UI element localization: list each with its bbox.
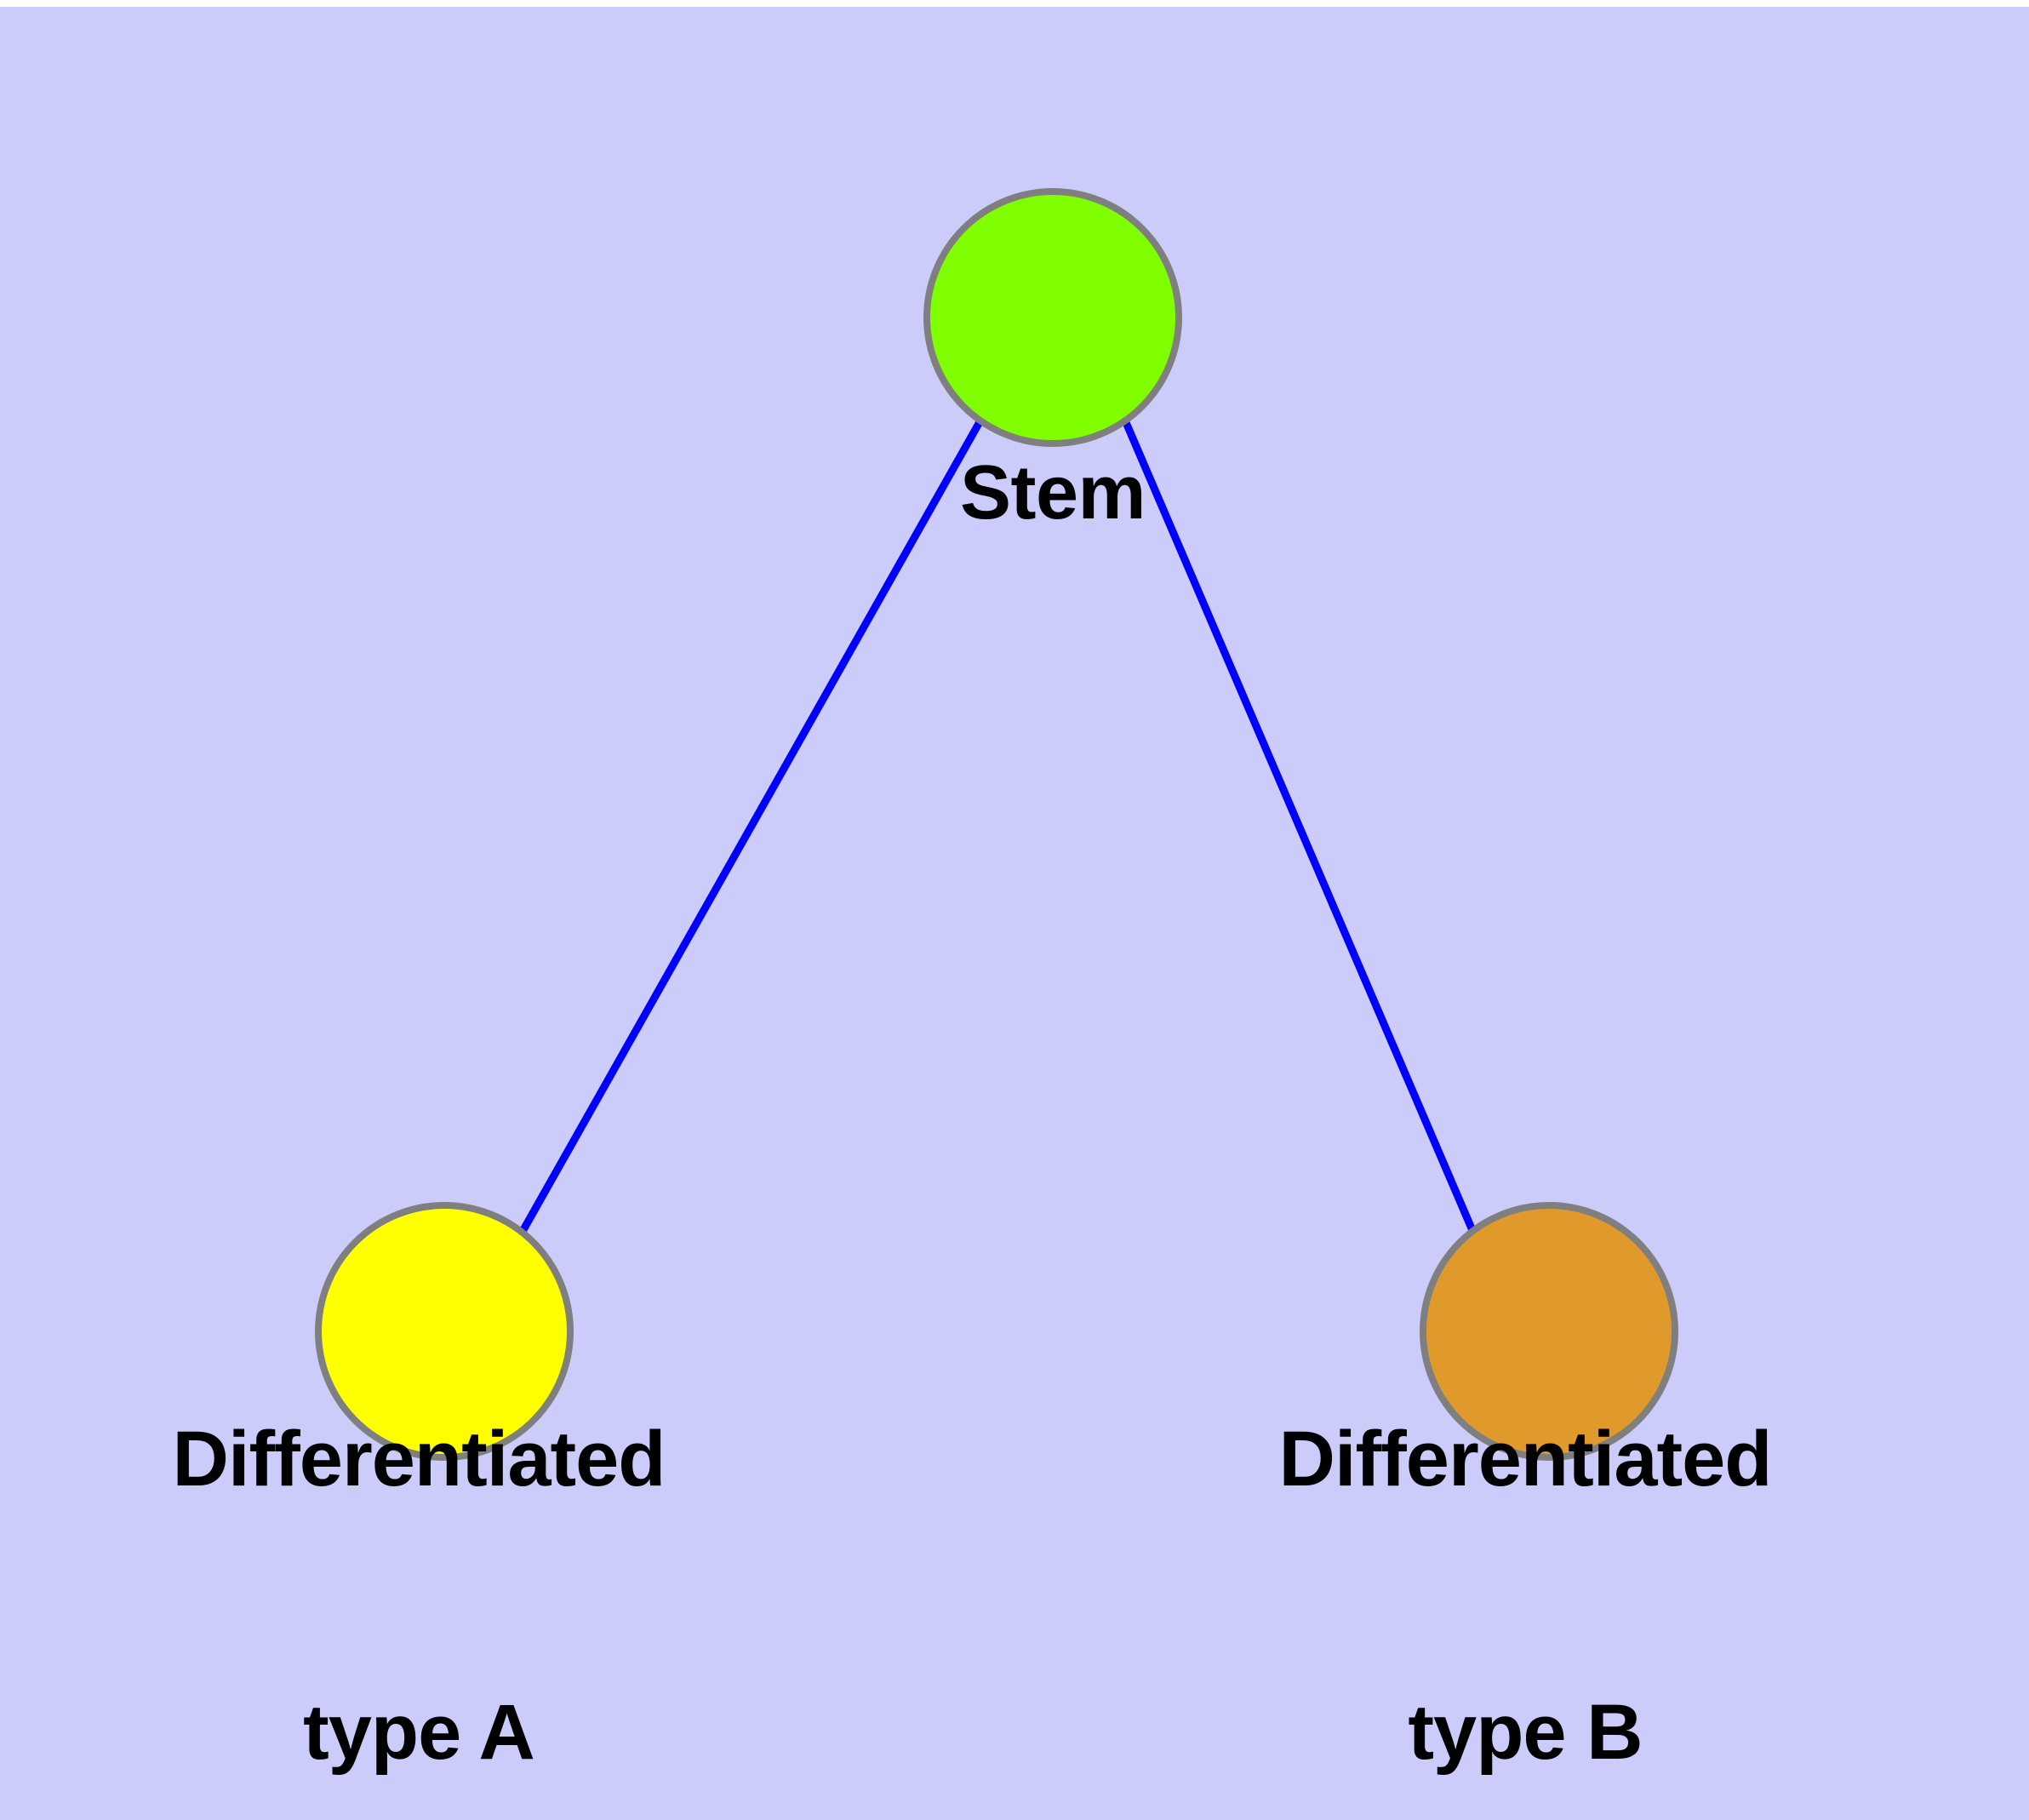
edge-stem-to-differentiated-type-a[interactable] xyxy=(514,418,984,1243)
node-label-stem: Stem xyxy=(797,271,1308,715)
node-label-differentiated-type-b-line2: type B xyxy=(1408,1688,1643,1776)
node-label-differentiated-type-a: Differentiated type A xyxy=(163,1233,674,1820)
node-differentiated-type-b[interactable] xyxy=(1420,1202,1678,1461)
edge-stem-to-differentiated-type-b[interactable] xyxy=(1121,419,1481,1242)
node-label-differentiated-type-a-line1: Differentiated xyxy=(172,1416,666,1503)
edge-layer xyxy=(514,418,1481,1243)
node-differentiated-type-a[interactable] xyxy=(315,1202,574,1461)
node-label-differentiated-type-b-line1: Differentiated xyxy=(1278,1416,1773,1503)
node-label-differentiated-type-a-line2: type A xyxy=(303,1688,535,1776)
node-stem[interactable] xyxy=(923,188,1182,447)
node-label-differentiated-type-b: Differentiated type B xyxy=(1270,1233,1780,1820)
node-layer xyxy=(315,188,1678,1461)
node-label-stem-line1: Stem xyxy=(959,449,1146,535)
